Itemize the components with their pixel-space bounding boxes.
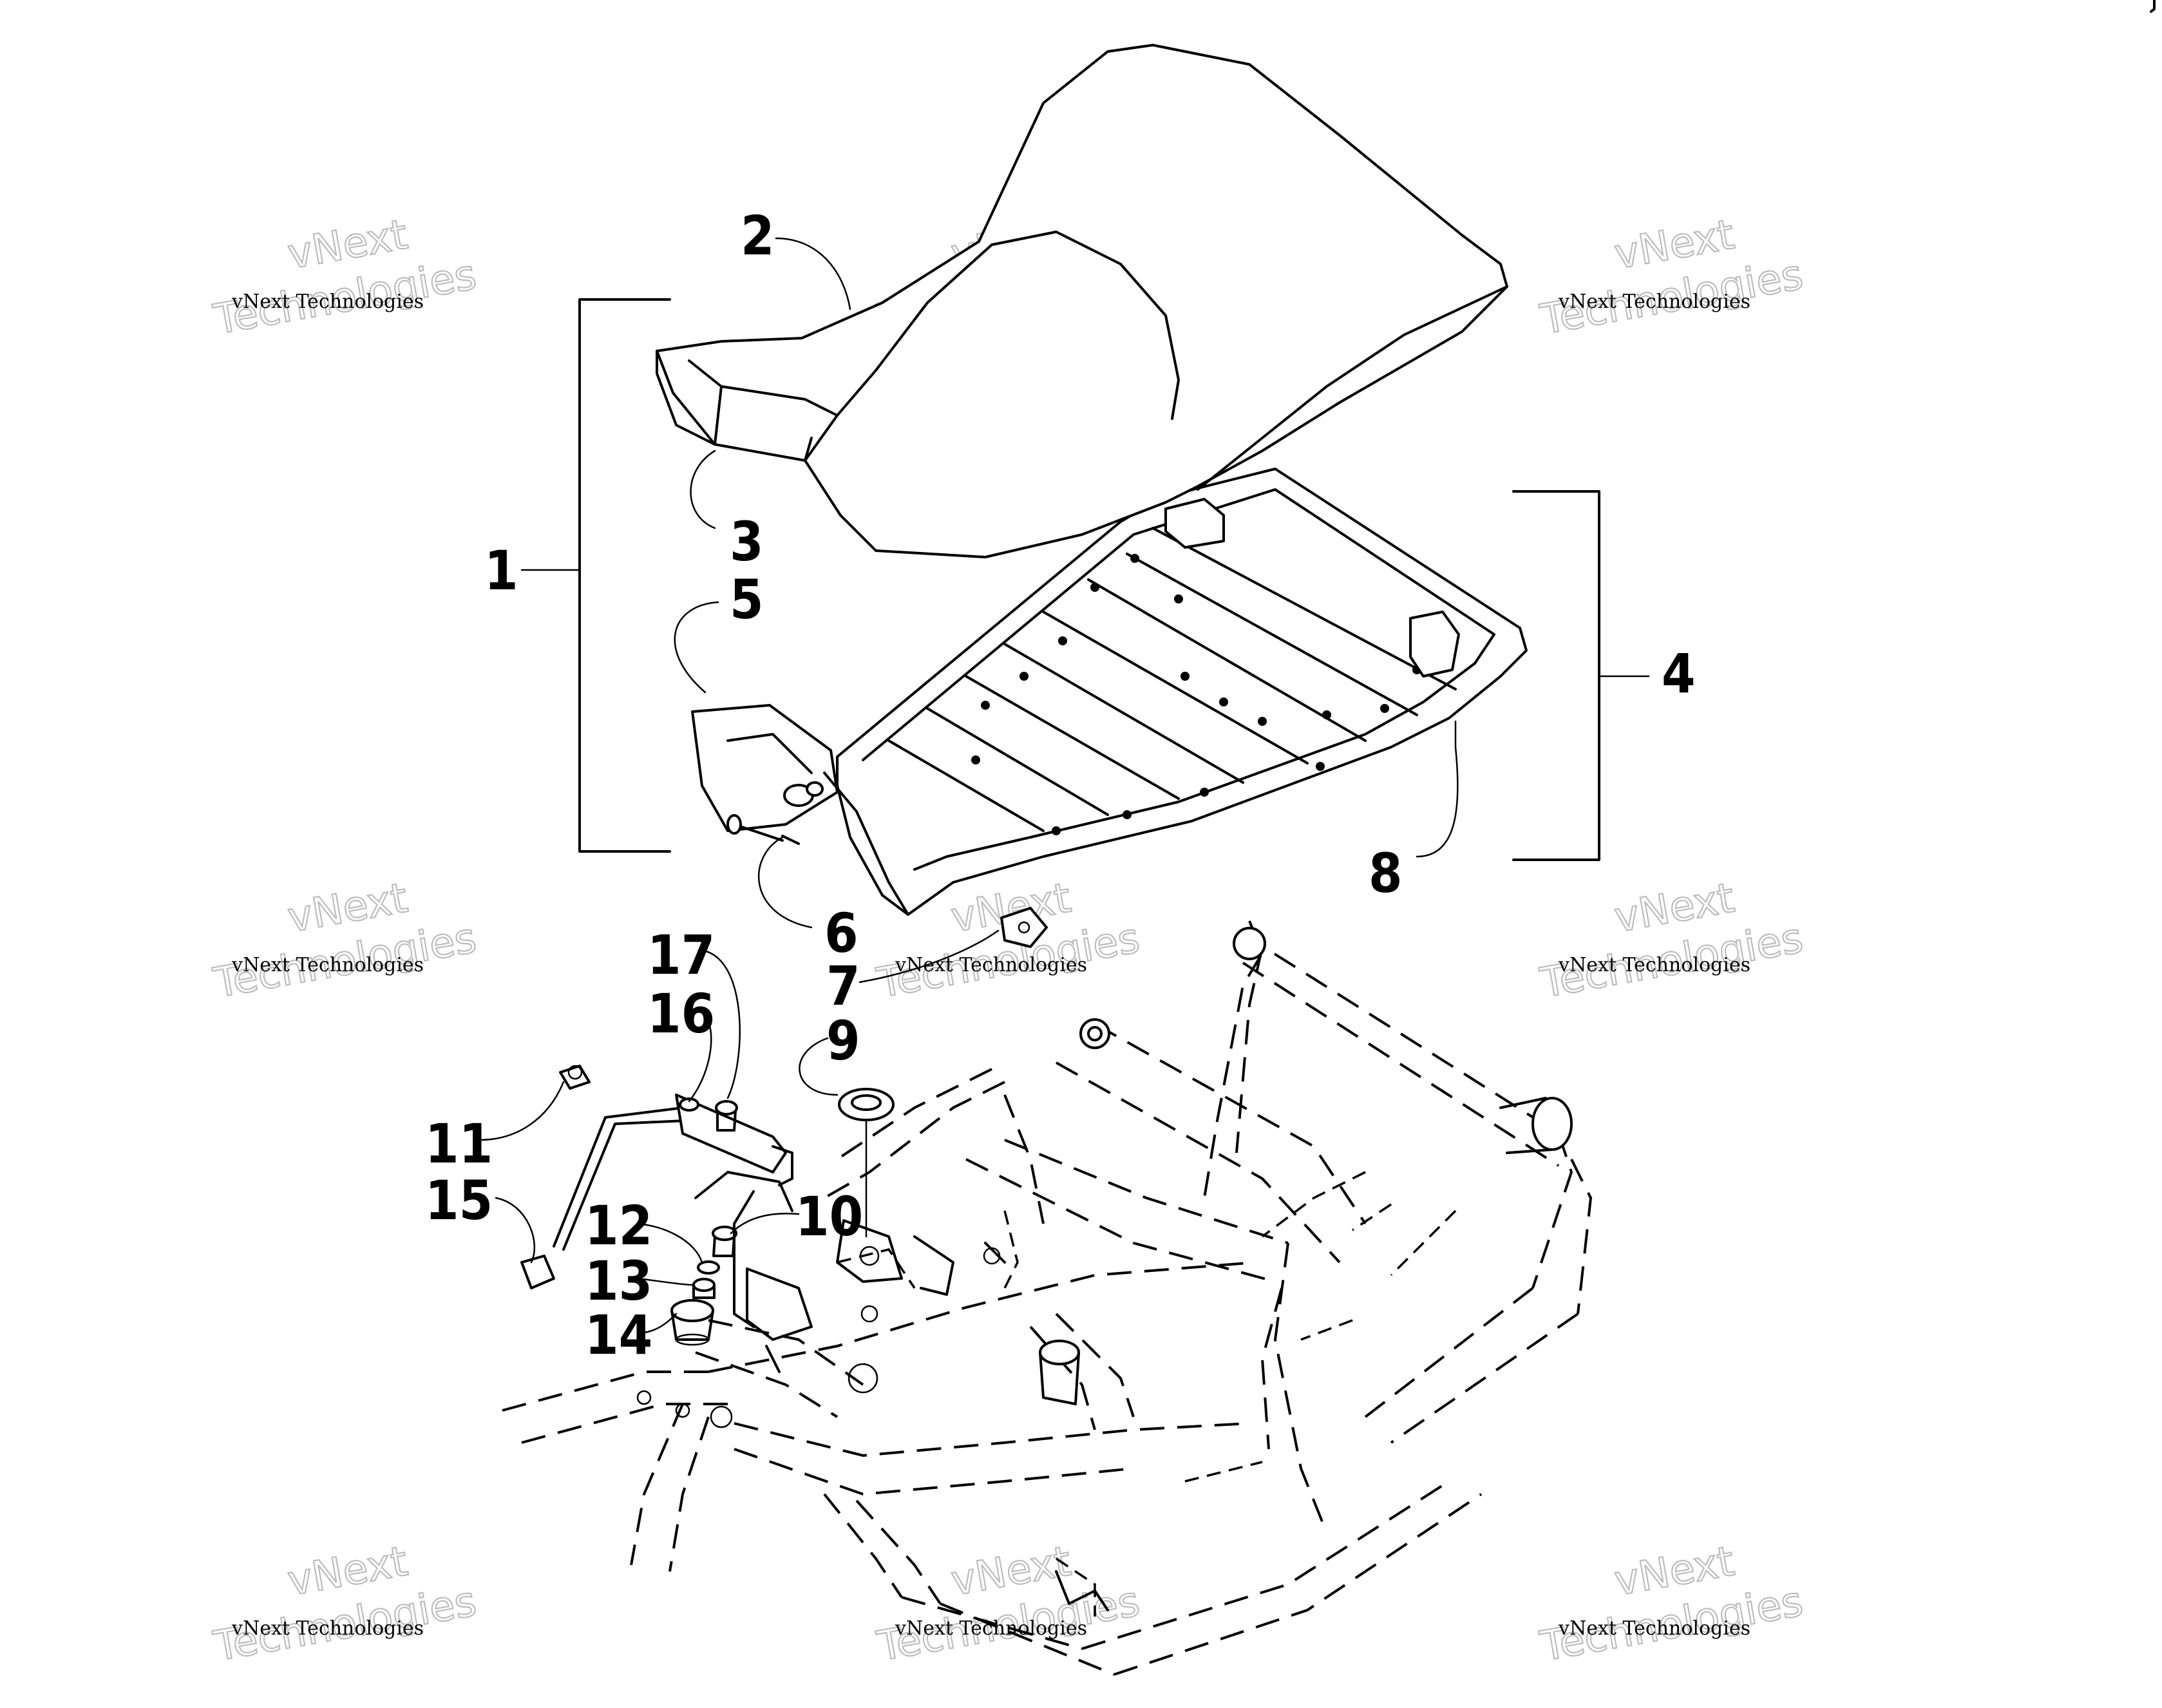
watermark: vNext Technologies vNext Technologies <box>1536 873 1807 1008</box>
part-11-clip <box>559 1065 591 1090</box>
frame-stub <box>1233 927 1266 960</box>
part-10-screw <box>712 1226 737 1257</box>
part-9-grommet <box>838 1088 895 1238</box>
callout-9: 9 <box>826 1009 860 1072</box>
callout-12: 12 <box>585 1194 652 1257</box>
part-15-latch-lever <box>520 1094 793 1289</box>
svg-text:vNext Technologies: vNext Technologies <box>231 954 424 976</box>
part-7-clip <box>1000 907 1048 948</box>
seat-cushion <box>656 44 1508 558</box>
mount-holes <box>971 554 1421 835</box>
watermark: vNext Technologies vNext Technologies <box>1536 1537 1807 1671</box>
svg-text:vNext Technologies: vNext Technologies <box>231 1617 424 1640</box>
bracket-1 <box>520 298 671 853</box>
callout-10: 10 <box>795 1185 863 1248</box>
callout-1: 1 <box>484 539 518 602</box>
svg-text:vNext Technologies: vNext Technologies <box>1558 1617 1750 1640</box>
part-6-pin <box>726 814 800 845</box>
part-13-spacer <box>692 1278 716 1299</box>
part-17-screw <box>715 1100 738 1132</box>
callouts: 1 2 3 4 5 6 7 8 9 10 11 12 13 14 15 16 1… <box>425 204 1696 1367</box>
callout-7: 7 <box>826 954 860 1018</box>
part-12-washer <box>697 1260 720 1275</box>
seat-knob <box>783 781 824 807</box>
frame-bushing <box>1531 1097 1573 1151</box>
corner-mark <box>2150 0 2156 13</box>
svg-text:vNext Technologies: vNext Technologies <box>1558 954 1750 976</box>
hardware <box>520 781 1048 1346</box>
svg-text:vNext Technologies: vNext Technologies <box>1558 290 1750 313</box>
callout-5: 5 <box>730 568 764 631</box>
callout-16: 16 <box>647 982 715 1045</box>
callout-15: 15 <box>425 1169 493 1232</box>
svg-text:vNext Technologies: vNext Technologies <box>895 1617 1087 1640</box>
frame-socket <box>1039 1340 1080 1365</box>
part-14-bumper <box>670 1299 714 1346</box>
frame <box>502 920 1593 1676</box>
callout-4: 4 <box>1662 642 1696 705</box>
svg-text:vNext Technologies: vNext Technologies <box>231 290 424 313</box>
callout-11: 11 <box>425 1112 493 1175</box>
callout-3: 3 <box>730 510 764 573</box>
watermark: vNext Technologies vNext Technologies <box>209 210 480 345</box>
watermark: vNext Technologies vNext Technologies <box>1536 210 1807 345</box>
seat-base <box>691 468 1528 916</box>
watermark: vNext Technologies vNext Technologies <box>209 1537 480 1671</box>
callout-8: 8 <box>1369 842 1403 905</box>
bracket-4 <box>1512 490 1650 861</box>
svg-text:vNext Technologies: vNext Technologies <box>895 954 1087 976</box>
callout-6: 6 <box>824 902 858 965</box>
watermark: vNext Technologies vNext Technologies <box>209 873 480 1008</box>
callout-14: 14 <box>585 1304 652 1367</box>
callout-13: 13 <box>585 1249 652 1313</box>
callout-2: 2 <box>741 204 775 267</box>
leader-lines <box>479 237 1459 1334</box>
callout-17: 17 <box>647 924 715 987</box>
part-16-bolt <box>679 1097 699 1112</box>
